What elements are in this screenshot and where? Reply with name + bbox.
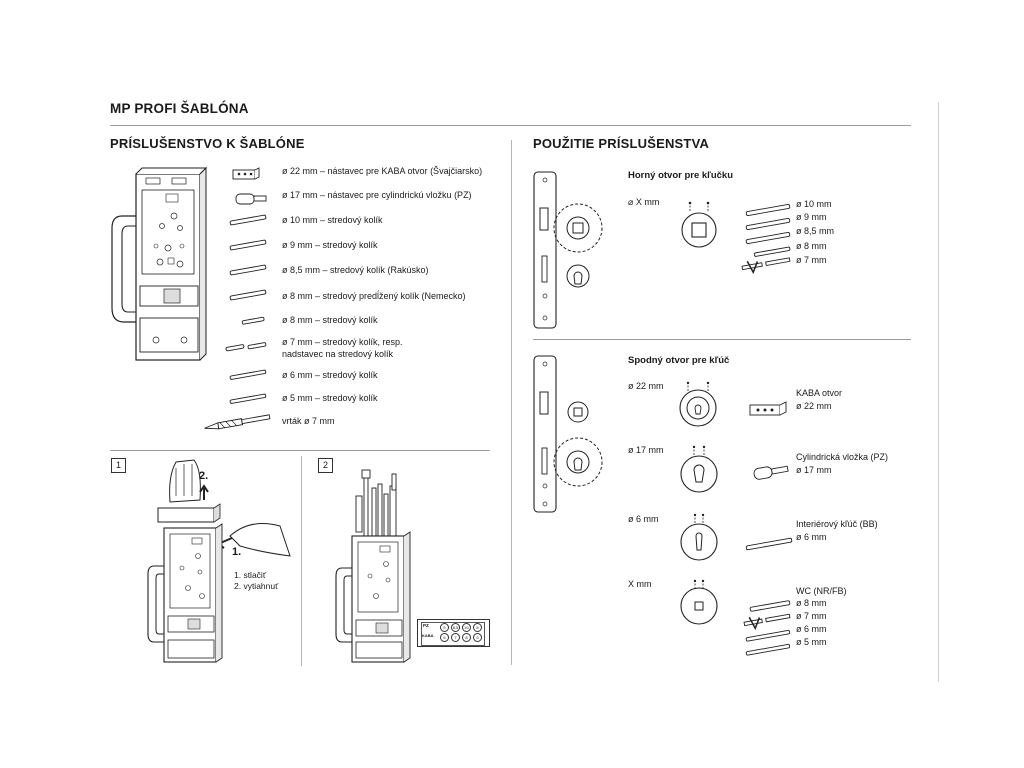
- handle-size: ø 8 mm: [796, 241, 827, 251]
- accessory-item: ø 8 mm – stredový predĺžený kolík (Nemec…: [282, 291, 466, 301]
- box-slot: 7: [451, 633, 460, 642]
- pz-hole-drawing: [680, 445, 718, 493]
- lock-drawing-top: [533, 171, 603, 329]
- key-row-size: ø 8 mm: [796, 598, 827, 608]
- arrow-label-side: 1.: [232, 546, 242, 558]
- accessory-item: ø 10 mm – stredový kolík: [282, 215, 383, 225]
- handle-size: ø 10 mm: [796, 199, 832, 209]
- steps-rule: [110, 450, 490, 451]
- accessory-item: vrták ø 7 mm: [282, 416, 335, 426]
- handle-dim-label: ⌀ X mm: [628, 197, 660, 207]
- key-section-title: Spodný otvor pre kľúč: [628, 355, 730, 366]
- accessory-item: nadstavec na stredový kolík: [282, 349, 394, 359]
- key-row-size: ø 7 mm: [796, 611, 827, 621]
- accessory-item: ø 7 mm – stredový kolík, resp.: [282, 337, 403, 347]
- arrow-label-up: 2.: [199, 470, 209, 482]
- step1-drawing: [147, 459, 291, 663]
- handle-section-title: Horný otvor pre kľučku: [628, 170, 734, 181]
- handle-size: ø 9 mm: [796, 212, 827, 222]
- key-row-name: Cylindrická vložka (PZ): [796, 452, 889, 462]
- box-label: KABA: [422, 633, 434, 638]
- step-number: 1: [111, 458, 126, 473]
- accessory-item: ø 22 mm – nástavec pre KABA otvor (Švajč…: [282, 166, 483, 176]
- accessories-title: PRÍSLUŠENSTVO K ŠABLÓNE: [110, 136, 305, 151]
- step-number: 2: [318, 458, 333, 473]
- accessory-item: ø 8,5 mm – stredový kolík (Rakúsko): [282, 265, 429, 275]
- key-row-dim: ø 22 mm: [628, 381, 664, 391]
- key-row-size: ø 5 mm: [796, 637, 827, 647]
- accessory-item: ø 17 mm – nástavec pre cylindrickú vložk…: [282, 190, 472, 200]
- box-slot: 9: [473, 633, 482, 642]
- box-slot: 8: [462, 633, 471, 642]
- key-row-dim: ø 6 mm: [628, 514, 659, 524]
- wc-pins: [743, 600, 791, 656]
- box-slot: 8,5: [451, 623, 460, 632]
- column-divider: [511, 140, 512, 665]
- box-slot: 6: [440, 633, 449, 642]
- step2-drawing: [335, 469, 411, 663]
- storage-box: PZ KABA 5 8,5 10 8 6 7 8 9: [417, 619, 490, 647]
- accessory-item: ø 6 mm – stredový kolík: [282, 370, 378, 380]
- box-label: PZ: [423, 623, 429, 628]
- bb-hole-drawing: [680, 513, 718, 561]
- key-row-size: ø 17 mm: [796, 465, 832, 475]
- key-row-size: ø 6 mm: [796, 624, 827, 634]
- accessory-item: ø 9 mm – stredový kolík: [282, 240, 378, 250]
- handle-size: ø 7 mm: [796, 255, 827, 265]
- steps-divider: [301, 456, 302, 666]
- kaba-hole-drawing: [679, 381, 717, 427]
- kaba-insert: [749, 401, 787, 416]
- key-row-size: ø 22 mm: [796, 401, 832, 411]
- handle-pins: [741, 203, 791, 275]
- accessory-item: ø 5 mm – stredový kolík: [282, 393, 378, 403]
- accessory-pins: [204, 167, 271, 430]
- template-drawing: [111, 166, 208, 361]
- bb-pin: [745, 537, 793, 551]
- lock-drawing-bottom: [533, 355, 603, 513]
- page-edge: [938, 102, 939, 682]
- page-title: MP PROFI ŠABLÓNA: [110, 101, 249, 116]
- accessory-item: ø 8 mm – stredový kolík: [282, 315, 378, 325]
- wc-hole-drawing: [680, 579, 718, 625]
- handle-size: ø 8,5 mm: [796, 226, 835, 236]
- key-row-dim: X mm: [628, 579, 652, 589]
- key-row-name: WC (NR/FB): [796, 586, 847, 596]
- step1-caption: 2. vytiahnuť: [234, 581, 279, 591]
- step1-caption: 1. stlačiť: [234, 570, 267, 580]
- key-row-size: ø 6 mm: [796, 532, 827, 542]
- key-row-dim: ø 17 mm: [628, 445, 664, 455]
- box-slot: 8: [473, 623, 482, 632]
- pz-insert: [753, 465, 789, 480]
- key-row-name: Interiérový kľúč (BB): [796, 519, 878, 529]
- header-rule: [110, 125, 911, 126]
- key-row-name: KABA otvor: [796, 388, 843, 398]
- handle-hole-drawing: [681, 201, 717, 248]
- usage-title: POUŽITIE PRÍSLUŠENSTVA: [533, 136, 710, 151]
- box-slot: 10: [462, 623, 471, 632]
- box-slot: 5: [440, 623, 449, 632]
- section-rule: [533, 339, 911, 340]
